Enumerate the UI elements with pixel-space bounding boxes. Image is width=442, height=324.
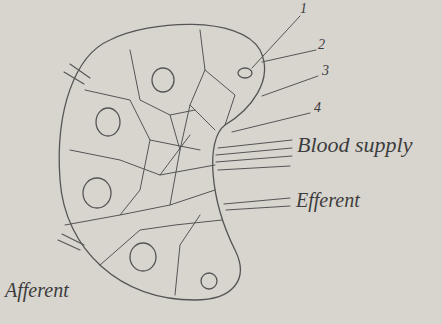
efferent-vessels <box>224 198 290 210</box>
part-label: Blood supply <box>297 134 413 156</box>
trabeculae <box>65 30 235 295</box>
nodules <box>83 68 252 289</box>
node-outline <box>59 24 264 300</box>
callout-number: 3 <box>322 64 329 78</box>
blood-vessels <box>216 140 292 170</box>
callout-number: 1 <box>300 2 307 16</box>
callout-number: 2 <box>318 38 325 52</box>
part-label: Efferent <box>296 190 360 210</box>
afferent-vessels <box>58 64 90 250</box>
callout-number: 4 <box>314 101 321 115</box>
part-label: Afferent <box>5 280 69 300</box>
leader-lines <box>232 16 318 132</box>
